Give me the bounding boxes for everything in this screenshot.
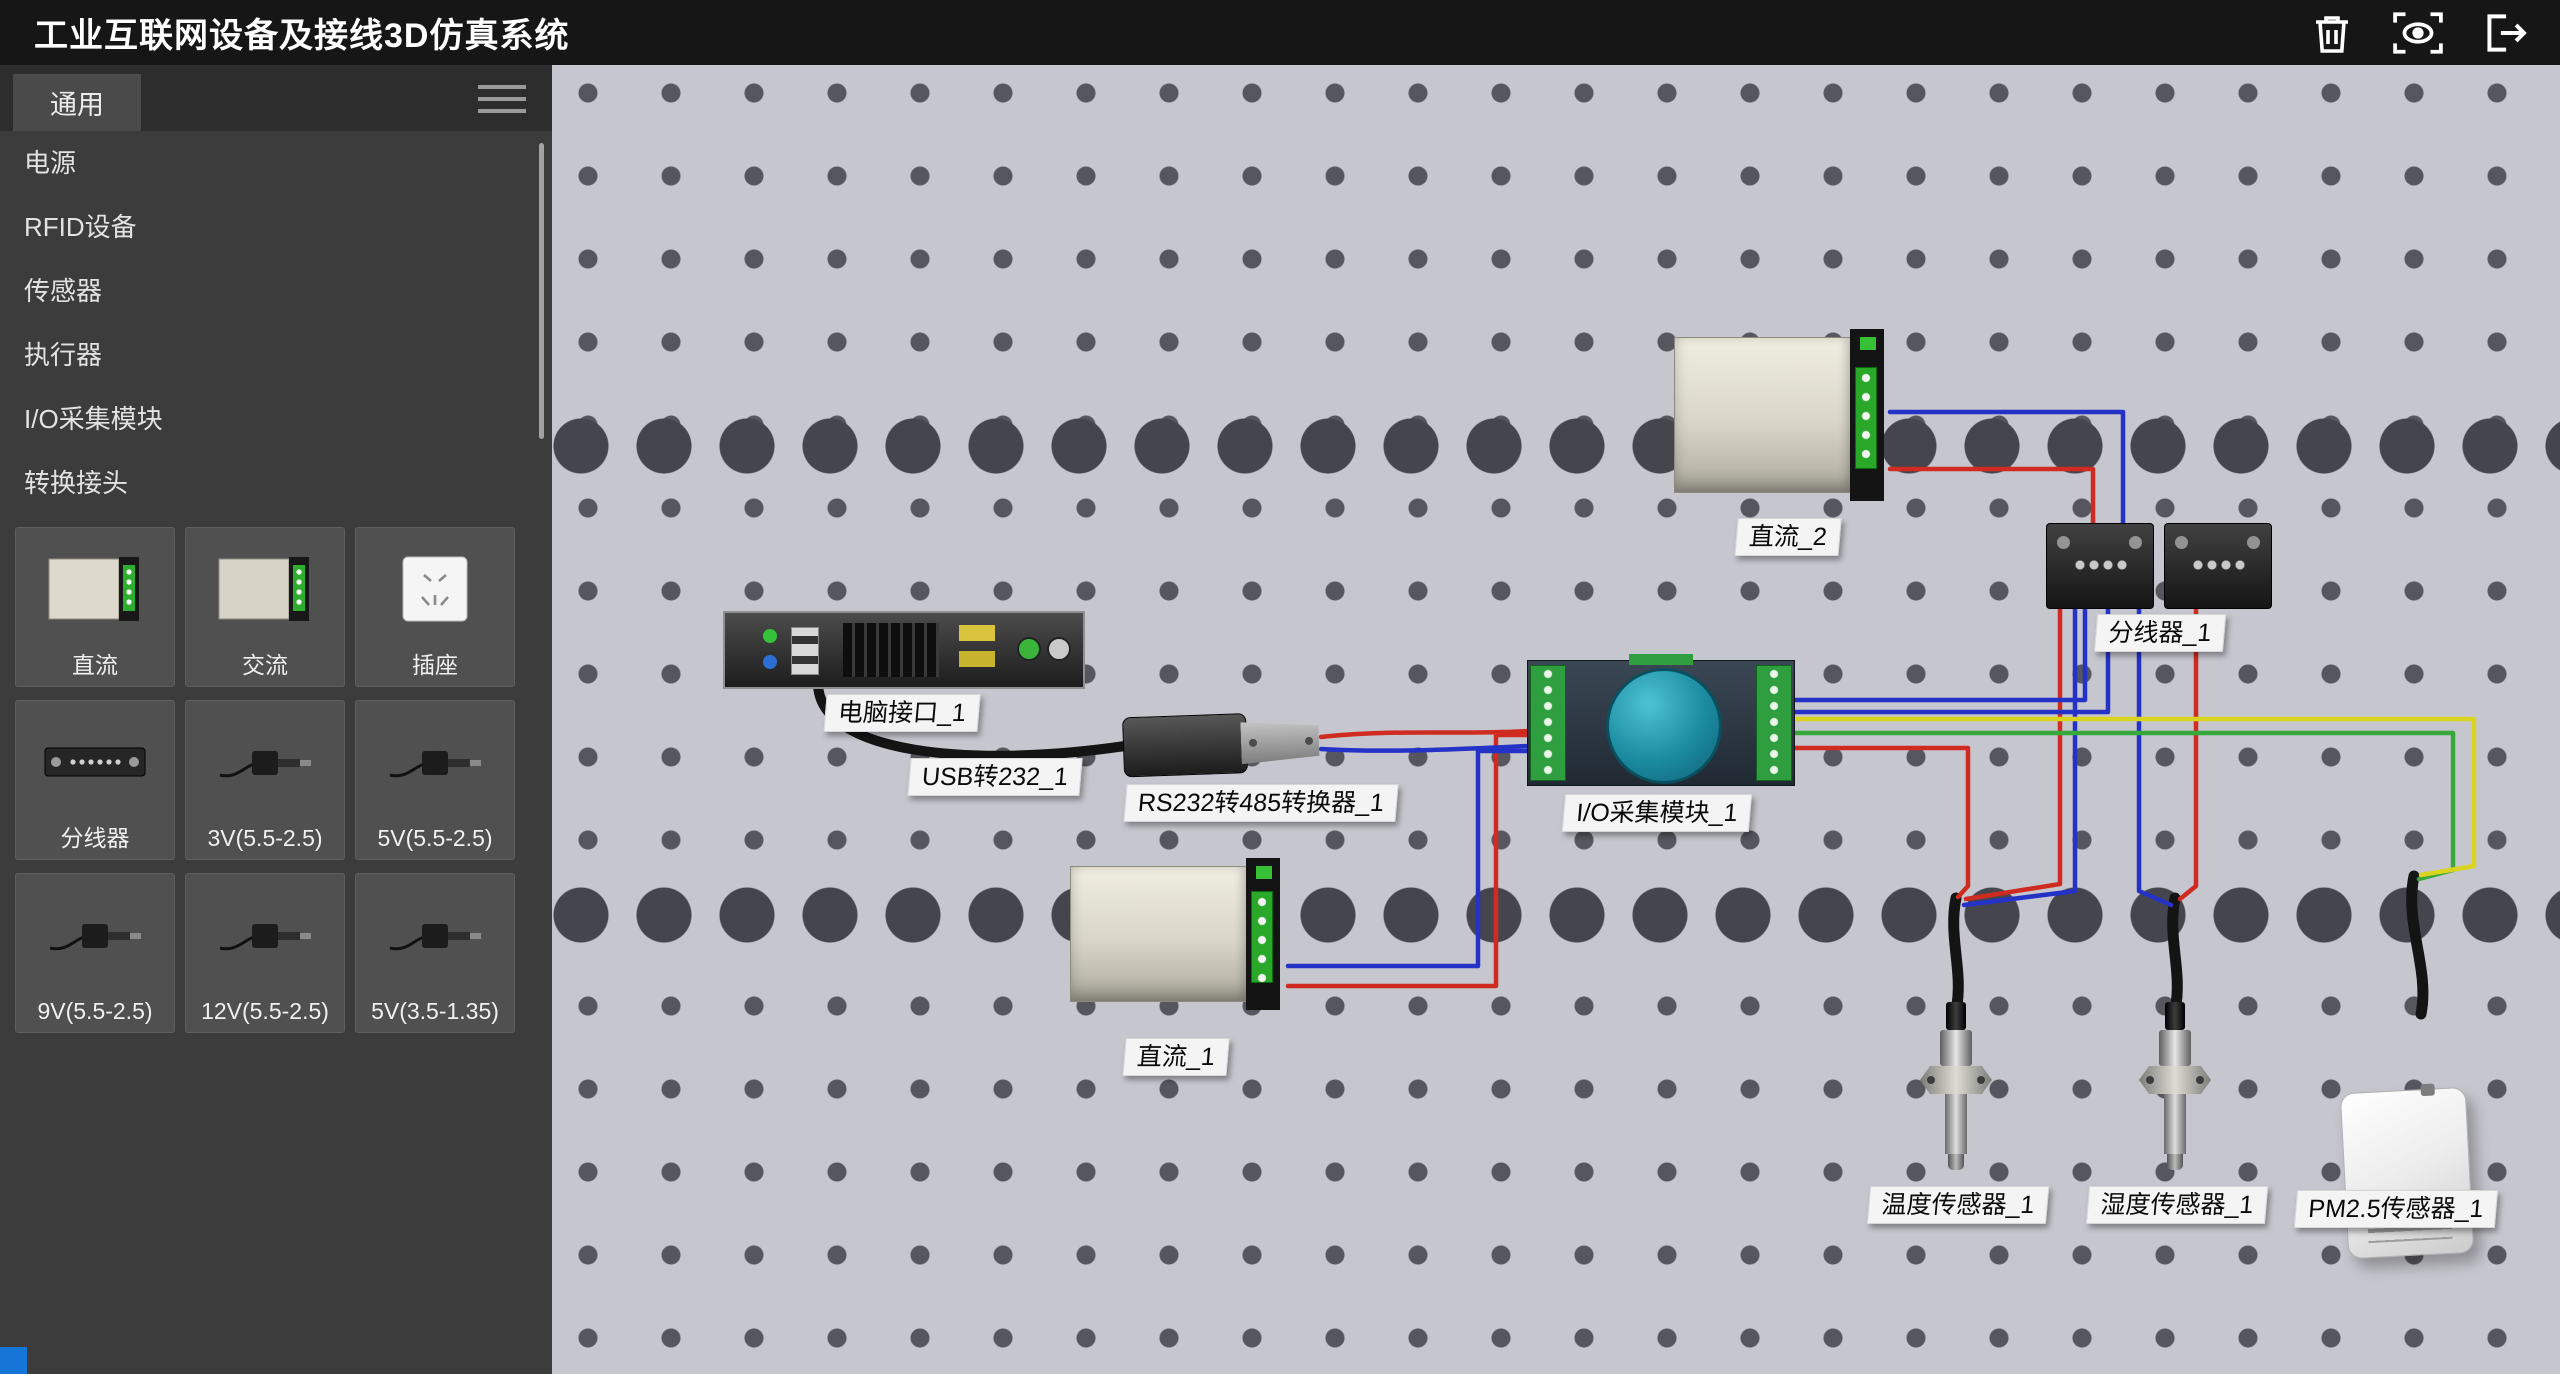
tile-adapter-5v[interactable]: 5V(5.5-2.5) [355,700,515,860]
io-top-connector [1629,654,1693,665]
port-blue-dot [763,655,777,669]
socket-thumbnail-icon [399,528,471,650]
splitter-module [2164,523,2272,609]
header-toolbar [2304,7,2532,59]
device-label-splitter1: 分线器_1 [2093,614,2227,652]
tile-label: 5V(5.5-2.5) [377,825,493,851]
sidebar-item-rfid[interactable]: RFID设备 [24,212,137,242]
adapter-thumbnail-icon [382,701,488,823]
audio-jack-silver [1047,637,1071,661]
psu-body [1070,866,1250,1002]
device-label-dc2: 直流_2 [1734,518,1842,556]
device-humidity-sensor-1[interactable] [2139,1002,2211,1170]
tile-label: 5V(3.5-1.35) [371,998,499,1024]
audio-jack-green [1017,637,1041,661]
device-pm25-sensor-1[interactable] [2339,1083,2475,1260]
component-tile-grid: 直流 交流 插座 分线器 [15,527,515,1033]
menu-hamburger-icon[interactable] [478,85,526,121]
device-dc-power-2[interactable] [1674,327,1894,507]
port-green-dot [763,629,777,643]
trash-icon[interactable] [2304,7,2360,59]
sidebar-scrollbar[interactable] [539,143,544,439]
psu-body [1674,337,1854,493]
device-rs232-to-485-converter-1[interactable] [1122,709,1320,778]
io-round-board [1606,668,1722,784]
sensor-neck [2159,1030,2191,1066]
adapter-thumbnail-icon [212,701,318,823]
psu-led [1860,337,1876,350]
device-label-io-module: I/O采集模块_1 [1561,794,1753,832]
category-menu: 电源 RFID设备 传感器 执行器 I/O采集模块 转换接头 [0,131,552,515]
sensor-probe-tube [1945,1094,1967,1154]
tile-adapter-9v[interactable]: 9V(5.5-2.5) [15,873,175,1033]
page-title: 工业互联网设备及接线3D仿真系统 [34,17,570,55]
usb-port-block [791,627,819,675]
device-label-temp-sensor: 温度传感器_1 [1866,1186,2050,1224]
port-label-tag [959,651,995,667]
export-exit-icon[interactable] [2476,7,2532,59]
pm25-cable-nub [2420,1083,2435,1097]
tile-label: 直流 [72,652,118,678]
tile-label: 12V(5.5-2.5) [201,998,329,1024]
sensor-probe-tip [2167,1154,2183,1170]
sidebar-item-power[interactable]: 电源 [24,148,77,178]
tile-label: 分线器 [60,825,130,851]
device-label-usb232: USB转232_1 [907,758,1083,796]
corner-blue-badge [0,1347,27,1374]
sidebar-item-adapters[interactable]: 转换接头 [24,468,129,498]
db9-connector-shell [1240,720,1319,765]
converter-body [1122,713,1249,778]
sensor-mounting-flange [2139,1066,2211,1094]
sensor-cable-connector [2165,1002,2185,1030]
adapter-thumbnail-icon [42,874,148,996]
ac-power-thumbnail-icon [217,528,313,650]
sidebar-item-io-modules[interactable]: I/O采集模块 [24,404,163,434]
device-label-dc1: 直流_1 [1122,1038,1230,1076]
device-temperature-sensor-1[interactable] [1920,1002,1992,1170]
device-label-pm25-sensor: PM2.5传感器_1 [2293,1190,2499,1228]
component-sidebar: 通用 电源 RFID设备 传感器 执行器 I/O采集模块 转换接头 直流 [0,65,552,1374]
tile-ac-power[interactable]: 交流 [185,527,345,687]
tile-adapter-3v[interactable]: 3V(5.5-2.5) [185,700,345,860]
eye-preview-icon[interactable] [2390,7,2446,59]
psu-terminal-block [1251,891,1273,983]
tile-label: 9V(5.5-2.5) [37,998,153,1024]
dc-power-thumbnail-icon [47,528,143,650]
splitter-module [2046,523,2154,609]
device-label-pc1: 电脑接口_1 [823,694,981,732]
tile-adapter-5v-small[interactable]: 5V(3.5-1.35) [355,873,515,1033]
sensor-probe-tube [2164,1094,2186,1154]
tile-socket[interactable]: 插座 [355,527,515,687]
tile-splitter[interactable]: 分线器 [15,700,175,860]
device-label-rs232to485: RS232转485转换器_1 [1123,784,1399,822]
sensor-neck [1940,1030,1972,1066]
device-splitter-1[interactable] [2046,523,2272,609]
sensor-mounting-flange [1920,1066,1992,1094]
psu-led [1256,866,1272,879]
device-dc-power-1[interactable] [1070,856,1290,1016]
device-label-humidity-sensor: 湿度传感器_1 [2085,1186,2269,1224]
psu-terminal-block [1855,366,1877,470]
splitter-thumbnail-icon [43,701,147,823]
adapter-thumbnail-icon [212,874,318,996]
device-io-module-1[interactable] [1527,654,1795,786]
sidebar-tab-row: 通用 [0,65,552,131]
adapter-thumbnail-icon [382,874,488,996]
header-bar: 工业互联网设备及接线3D仿真系统 [0,0,2560,65]
tile-label: 插座 [412,652,458,678]
tile-dc-power[interactable]: 直流 [15,527,175,687]
port-label-tag [959,625,995,641]
tile-adapter-12v[interactable]: 12V(5.5-2.5) [185,873,345,1033]
tile-label: 3V(5.5-2.5) [207,825,323,851]
device-pc-interface-1[interactable] [723,611,1085,689]
io-terminal-right [1756,665,1792,781]
tab-general[interactable]: 通用 [13,74,141,131]
sidebar-item-actuators[interactable]: 执行器 [24,340,103,370]
sensor-probe-tip [1948,1154,1964,1170]
sensor-cable-connector [1946,1002,1966,1030]
sidebar-item-sensors[interactable]: 传感器 [24,276,103,306]
tile-label: 交流 [242,652,288,678]
io-terminal-left [1530,665,1566,781]
vent-slots [843,623,939,677]
